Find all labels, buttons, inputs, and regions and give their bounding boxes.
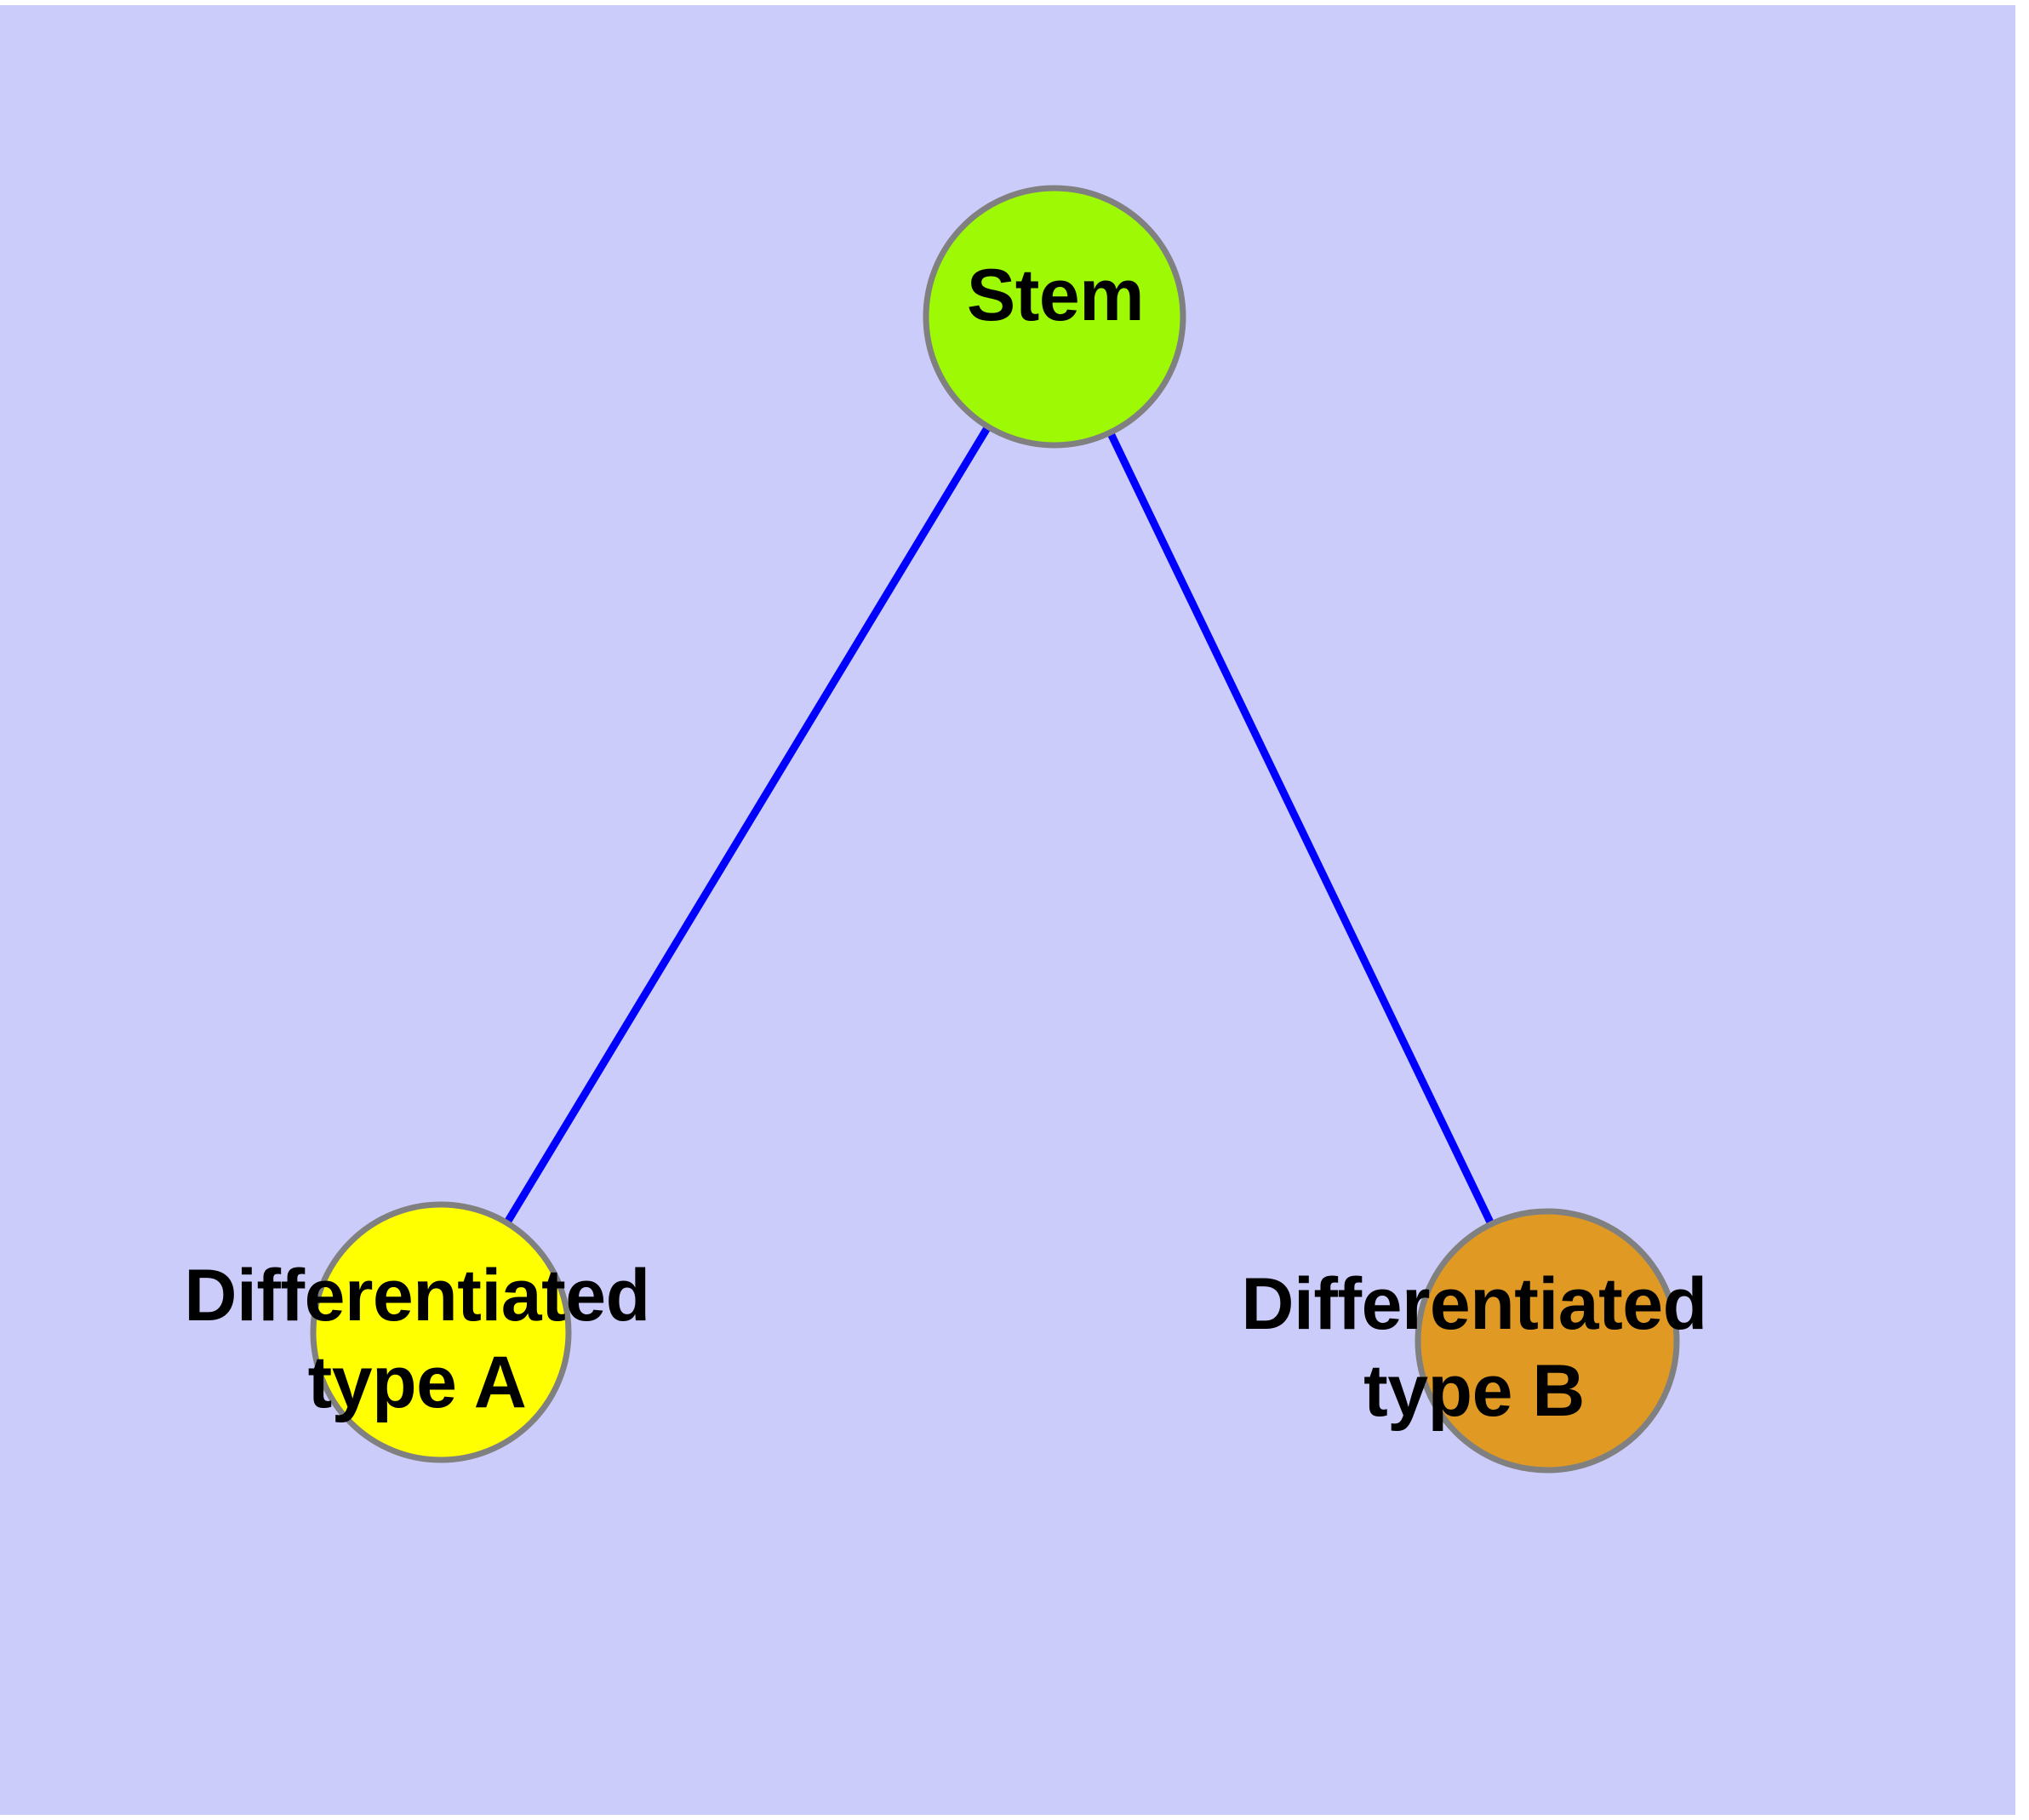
graph-svg <box>310 185 1680 1474</box>
node-differentiated-type-a[interactable] <box>310 1201 572 1463</box>
edge-stem-to-differentiated-type-a <box>437 314 1058 1335</box>
edge-group <box>437 314 1552 1342</box>
node-differentiated-type-b[interactable] <box>1415 1208 1680 1474</box>
node-group <box>310 185 1680 1474</box>
node-stem[interactable] <box>923 185 1186 449</box>
edge-stem-to-differentiated-type-b <box>1050 315 1552 1342</box>
